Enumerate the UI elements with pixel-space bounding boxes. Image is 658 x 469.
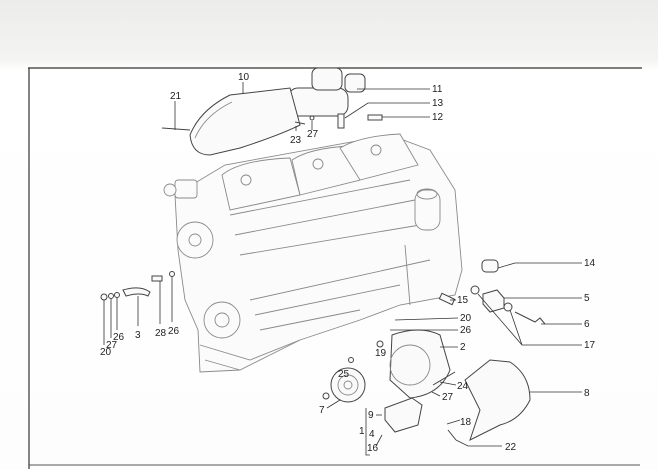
engine-block xyxy=(163,133,463,373)
callout-21: 21 xyxy=(170,91,182,102)
alternator-cover-8 xyxy=(464,359,531,441)
washer-20 xyxy=(100,293,108,301)
callout-3: 3 xyxy=(135,330,141,341)
sensor-15 xyxy=(438,292,456,306)
alternator-bracket-1 xyxy=(384,397,423,433)
callout-18: 18 xyxy=(460,417,472,428)
callout-22: 22 xyxy=(505,442,517,453)
bolt-6 xyxy=(514,311,546,325)
sensor-13 xyxy=(337,113,345,129)
callout-13: 13 xyxy=(432,98,444,109)
callout-9: 9 xyxy=(368,410,374,421)
bolt-22 xyxy=(447,429,457,441)
callout-10: 10 xyxy=(238,72,250,83)
callout-27-mid: 27 xyxy=(442,392,454,403)
washer-27-left xyxy=(108,293,114,299)
callout-25: 25 xyxy=(338,369,350,380)
callout-27-top: 27 xyxy=(307,129,319,140)
callout-19: 19 xyxy=(375,348,387,359)
union-28 xyxy=(151,275,163,282)
callout-26-left: 26 xyxy=(113,332,125,343)
washer-26-right xyxy=(169,271,175,277)
callout-2: 2 xyxy=(460,342,466,353)
bolt-23 xyxy=(294,121,306,125)
washer-17a xyxy=(470,285,480,295)
sensor-12 xyxy=(367,114,383,121)
callout-16: 16 xyxy=(367,443,379,454)
callout-20: 20 xyxy=(460,313,472,324)
callout-24: 24 xyxy=(457,381,469,392)
washer-27 xyxy=(309,115,315,121)
callout-8: 8 xyxy=(584,388,590,399)
nut-7 xyxy=(322,392,330,400)
callout-26: 26 xyxy=(460,325,472,336)
callout-labels: 10 21 11 13 12 23 27 14 5 6 17 15 20 26 … xyxy=(100,72,596,454)
callout-15: 15 xyxy=(457,295,469,306)
alternator xyxy=(330,329,451,403)
callout-12: 12 xyxy=(432,112,444,123)
starter-motor xyxy=(287,67,366,117)
bolt-25 xyxy=(348,357,354,363)
callout-23: 23 xyxy=(290,135,302,146)
callout-4: 4 xyxy=(369,429,375,440)
callout-26-right: 26 xyxy=(168,326,180,337)
washer-17b xyxy=(503,302,513,312)
washer-26-left xyxy=(114,292,120,298)
adapter-block-5 xyxy=(482,289,505,313)
callout-28: 28 xyxy=(155,328,167,339)
callout-17: 17 xyxy=(584,340,596,351)
nut-19 xyxy=(376,340,384,348)
callout-6: 6 xyxy=(584,319,590,330)
callout-7: 7 xyxy=(319,405,325,416)
pipe-3 xyxy=(122,287,151,297)
callout-20-left: 20 xyxy=(100,347,112,358)
callout-11: 11 xyxy=(432,84,443,95)
leader-lines xyxy=(103,82,582,456)
callout-1: 1 xyxy=(359,426,365,437)
pressure-switch-14 xyxy=(481,259,499,273)
callout-5: 5 xyxy=(584,293,590,304)
bolt-21 xyxy=(161,127,191,131)
callout-27-left: 27 xyxy=(106,340,118,351)
heat-shield xyxy=(189,87,301,156)
bolt-24 xyxy=(432,371,456,386)
callout-14: 14 xyxy=(584,258,596,269)
